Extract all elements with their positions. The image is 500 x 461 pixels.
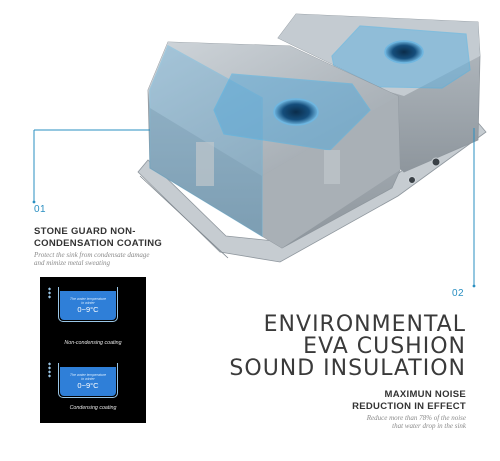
feature-number-02: 02: [452, 288, 465, 299]
feature-title-line: CONDENSATION COATING: [34, 238, 163, 249]
beaker-note: in winter: [81, 377, 95, 381]
feature-subtitle-line: Reduce more than 78% of the noise: [366, 414, 466, 422]
beaker-note: in winter: [81, 301, 95, 305]
feature-headline-02: ENVIRONMENTAL EVA CUSHION SOUND INSULATI…: [229, 314, 466, 380]
beaker-temperature: 0~9°C: [77, 381, 99, 390]
feature-number-01: 01: [34, 204, 47, 215]
condensation-drops-icon: ◆◆◆: [48, 286, 52, 299]
feature-subtitle-02: Reduce more than 78% of the noise that w…: [367, 414, 466, 430]
beaker-note: The water temperature: [69, 373, 107, 377]
sink-drain-left-icon: [273, 98, 319, 126]
callout-line-02: [472, 128, 476, 288]
feature-title-01: STONE GUARD NON- CONDENSATION COATING: [34, 226, 162, 250]
feature-subtitle-01: Protect the sink from condensate damage …: [34, 251, 150, 267]
feature-title-02: MAXIMUN NOISE REDUCTION IN EFFECT: [352, 389, 466, 413]
condensation-drops-icon: ◆◆◆◆: [48, 361, 52, 378]
feature-subtitle-line: Protect the sink from condensate damage: [34, 251, 150, 259]
callout-line-01: [32, 129, 150, 204]
right-bowl: [277, 13, 481, 173]
feature-title-line: STONE GUARD NON-: [34, 226, 136, 237]
coating-label-non-condensing: Non-condensing coating: [64, 340, 122, 346]
feature-subtitle-line: that water drop in the sink: [392, 422, 466, 430]
beaker-condensing: The water temperature in winter 0~9°C: [58, 363, 118, 398]
faucet-hole-icon: [431, 157, 441, 167]
beaker-water: The water temperature in winter 0~9°C: [60, 291, 116, 320]
beaker-non-condensing: The water temperature in winter 0~9°C: [58, 287, 118, 322]
headline-line: ENVIRONMENTAL: [263, 312, 466, 337]
left-bowl: [147, 41, 401, 249]
faucet-hole-icon: [408, 176, 416, 184]
beaker-temperature: 0~9°C: [77, 305, 99, 314]
headline-line: SOUND INSULATION: [229, 356, 466, 381]
feature-subtitle-line: and mimize metal sweating: [34, 259, 111, 267]
sink-drain-right-icon: [384, 40, 424, 64]
headline-line: EVA CUSHION: [303, 334, 466, 359]
beaker-note: The water temperature: [69, 297, 107, 301]
beaker-water: The water temperature in winter 0~9°C: [60, 367, 116, 396]
coating-comparison-panel: ◆◆◆ The water temperature in winter 0~9°…: [40, 277, 146, 423]
feature-title-line: MAXIMUN NOISE: [384, 389, 466, 400]
coating-label-condensing: Condensing coating: [69, 405, 117, 411]
feature-title-line: REDUCTION IN EFFECT: [352, 401, 466, 412]
